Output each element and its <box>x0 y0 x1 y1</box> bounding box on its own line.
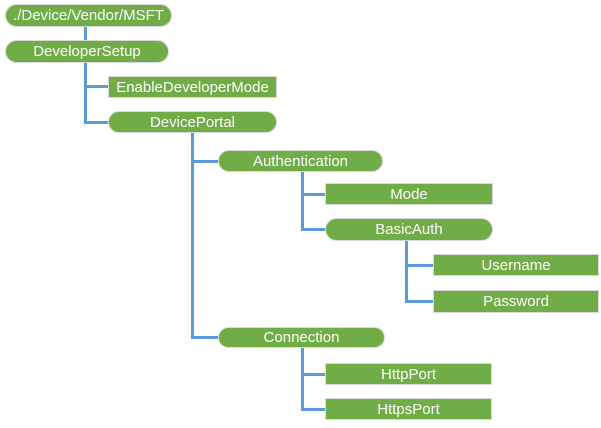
connector-branch-httpport <box>301 373 325 376</box>
connector-developersetup-trunk <box>84 63 87 124</box>
connector-deviceportal-trunk <box>191 133 194 339</box>
connector-root-developersetup <box>84 27 87 40</box>
connector-branch-deviceportal <box>84 121 108 124</box>
connector-branch-username <box>405 264 433 267</box>
node-authentication: Authentication <box>218 150 383 172</box>
connector-authentication-trunk <box>301 172 304 231</box>
connector-branch-password <box>405 300 433 303</box>
node-httpport: HttpPort <box>325 363 492 385</box>
connector-connection-trunk <box>301 348 304 411</box>
node-enabledevelopermode: EnableDeveloperMode <box>108 76 277 98</box>
node-username: Username <box>433 254 599 276</box>
node-password: Password <box>433 290 599 313</box>
connector-branch-authentication <box>191 160 218 163</box>
connector-branch-mode <box>301 193 325 196</box>
node-basicauth: BasicAuth <box>325 218 493 241</box>
connector-branch-basicauth <box>301 228 325 231</box>
node-mode: Mode <box>325 183 493 205</box>
connector-branch-enabledevelopermode <box>84 85 108 88</box>
node-root-path: ./Device/Vendor/MSFT <box>5 4 172 27</box>
node-developersetup: DeveloperSetup <box>5 40 169 63</box>
node-deviceportal: DevicePortal <box>108 111 277 133</box>
connector-branch-connection <box>191 336 218 339</box>
node-connection: Connection <box>218 327 385 348</box>
connector-basicauth-trunk <box>405 241 408 303</box>
node-httpsport: HttpsPort <box>325 398 492 420</box>
connector-branch-httpsport <box>301 408 325 411</box>
